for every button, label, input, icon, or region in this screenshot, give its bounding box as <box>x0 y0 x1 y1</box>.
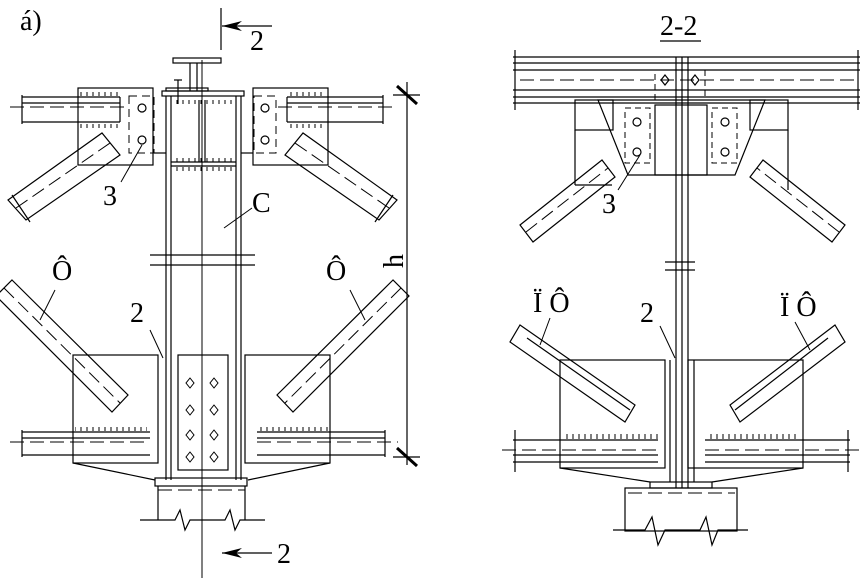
upper-gusset-right <box>241 87 329 166</box>
leader-2 <box>149 329 164 359</box>
bolts <box>185 377 219 463</box>
lower-brace-22-right <box>729 324 846 423</box>
upper-brace-22-right <box>749 159 846 243</box>
dimension-h-label: h <box>379 254 410 268</box>
lower-brace-22-left <box>509 324 636 423</box>
lower-gusset-left <box>72 354 159 464</box>
lower-gusset-22-right <box>687 359 804 469</box>
view-a: á) 2 <box>0 6 420 578</box>
leader-pf-left <box>539 317 551 346</box>
section-mark-bottom: 2 <box>222 539 291 570</box>
section-label-bottom: 2 <box>277 539 291 570</box>
section-mark-top: 2 <box>220 8 272 57</box>
leader-3 <box>120 144 143 183</box>
dimension-h: h <box>379 82 420 468</box>
cap-plate <box>161 90 245 97</box>
upper-chord-22 <box>513 50 860 110</box>
purlin <box>165 57 222 104</box>
upper-brace-left <box>7 132 121 223</box>
callout-f-right: Ô <box>326 256 346 287</box>
lower-chord-22 <box>502 430 860 472</box>
view-title: 2-2 <box>660 11 697 42</box>
callout-2: 2 <box>130 298 144 329</box>
view-2-2: 2-2 <box>502 11 860 548</box>
upper-brace-22-left <box>519 159 616 243</box>
callout-2-22: 2 <box>640 298 654 329</box>
leader-f-left <box>39 289 56 321</box>
lower-chord <box>10 427 398 457</box>
callout-pf-right: Ï Ô <box>780 292 817 323</box>
lower-gusset-right <box>244 354 331 464</box>
upper-gusset-22 <box>574 99 789 190</box>
view-a-label: á) <box>20 6 42 37</box>
section-label-top: 2 <box>250 26 264 57</box>
callout-3: 3 <box>103 181 117 212</box>
callout-3-22: 3 <box>602 189 616 220</box>
column-base-22 <box>559 467 804 548</box>
column <box>150 96 255 480</box>
leader-3-22 <box>617 154 641 191</box>
leader-f-right <box>349 289 366 321</box>
lower-brace-left <box>0 279 129 413</box>
callout-f-left: Ô <box>52 256 72 287</box>
column-splice-plate <box>177 354 229 471</box>
lower-gusset-22-left <box>559 359 666 469</box>
callout-pf-left: Ï Ô <box>533 288 570 319</box>
lower-brace-right <box>276 279 410 413</box>
upper-brace-right <box>284 132 398 223</box>
column-base <box>72 462 331 532</box>
leader-2-22 <box>659 325 676 359</box>
leader-c <box>223 207 253 229</box>
upper-chord <box>10 95 395 124</box>
callout-c: C <box>252 188 271 219</box>
upper-gusset-left <box>77 87 166 166</box>
